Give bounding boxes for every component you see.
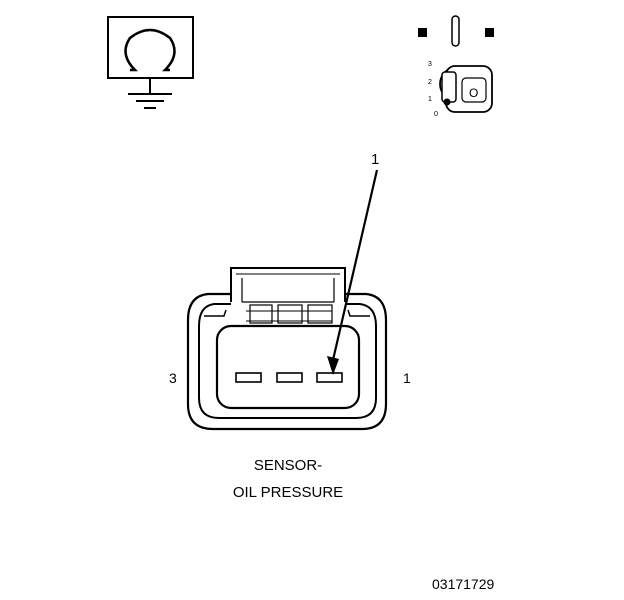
caption-sensor: SENSOR-: [254, 457, 322, 474]
terminal-slot-1: [316, 372, 343, 383]
switch-right-indicator: [485, 28, 494, 37]
ohmmeter-icon: [107, 16, 194, 109]
switch-position-3: 3: [428, 61, 432, 68]
figure-number: 03171729: [432, 576, 495, 592]
key-label: O: [469, 86, 478, 100]
terminal-slot-3: [235, 372, 262, 383]
terminal-slot-2: [276, 372, 303, 383]
switch-left-indicator: [418, 28, 427, 37]
pin-label-right: 1: [403, 370, 411, 386]
ignition-switch-icon: 3 2 1 0 O: [418, 15, 494, 118]
caption-oil-pressure: OIL PRESSURE: [233, 484, 343, 501]
pin-label-left: 3: [169, 370, 177, 386]
callout-leader: [327, 169, 379, 375]
callout-number: 1: [371, 151, 379, 168]
switch-center-slot: [451, 15, 460, 47]
switch-position-2: 2: [428, 79, 432, 86]
switch-position-0: 0: [434, 111, 438, 118]
connector-housing: [186, 267, 388, 431]
switch-position-1: 1: [428, 96, 432, 103]
